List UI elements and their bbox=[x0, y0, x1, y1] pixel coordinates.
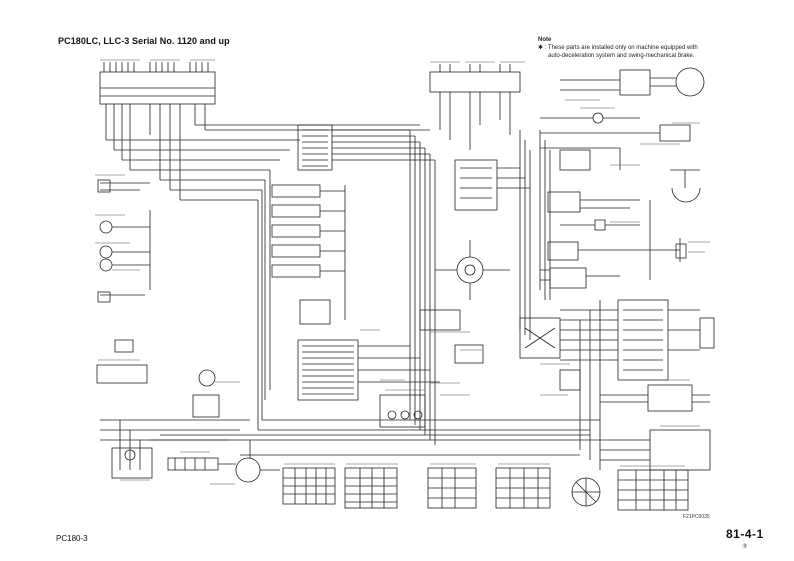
note-box: Note ✱ : These parts are installed only … bbox=[538, 36, 738, 60]
swing-brake-switch bbox=[419, 309, 461, 331]
left-box bbox=[114, 339, 134, 353]
fuel-control bbox=[519, 317, 561, 359]
auto-deceleration-switch bbox=[379, 394, 426, 428]
model-label: PC180-3 bbox=[56, 534, 88, 543]
relay-2 bbox=[271, 204, 321, 218]
rotary-switch bbox=[456, 256, 484, 284]
starting-motor bbox=[111, 447, 153, 479]
alternator bbox=[699, 317, 715, 349]
speaker bbox=[671, 187, 701, 203]
right-connector-7 bbox=[649, 429, 711, 471]
lamp-1 bbox=[592, 112, 604, 124]
right-connector-2 bbox=[559, 149, 591, 171]
right-connector-5 bbox=[549, 267, 587, 289]
center-top-connector bbox=[297, 124, 333, 171]
note-line-2: auto-deceleration system and swing-mecha… bbox=[548, 53, 695, 59]
note-label: Note bbox=[538, 37, 552, 43]
pilot-lamp bbox=[454, 344, 484, 364]
speaker-box bbox=[675, 243, 687, 259]
right-connector-6 bbox=[647, 384, 693, 412]
relay-4 bbox=[271, 244, 321, 258]
relay-r bbox=[559, 369, 581, 391]
main-wiring bbox=[96, 62, 715, 511]
drawing-code: F21PC0035 bbox=[683, 514, 710, 520]
buzzer bbox=[594, 219, 606, 231]
battery bbox=[167, 457, 219, 471]
sensor-1 bbox=[99, 220, 113, 234]
sensor-3 bbox=[99, 258, 113, 272]
diagram-title: PC180LC, LLC-3 Serial No. 1120 and up bbox=[58, 36, 230, 46]
component-label-strokes bbox=[95, 59, 710, 485]
page-number: 81-4-1 bbox=[726, 527, 764, 541]
center-relay-block bbox=[454, 159, 498, 211]
switch-table-2 bbox=[344, 467, 398, 509]
fuse-box bbox=[192, 394, 220, 418]
relay-3 bbox=[271, 224, 321, 238]
bottom-relay bbox=[299, 299, 331, 325]
rotary-beacon bbox=[675, 67, 705, 97]
sensor-2 bbox=[99, 245, 113, 259]
right-connector-4 bbox=[547, 241, 579, 261]
relay-5 bbox=[271, 264, 321, 278]
sheet-mark: ③ bbox=[742, 544, 748, 550]
relay-1 bbox=[271, 184, 321, 198]
right-relay bbox=[659, 124, 691, 142]
note-line-1: ✱ : These parts are installed only on ma… bbox=[538, 45, 698, 51]
right-top-connector bbox=[619, 69, 651, 96]
window-wiper-box bbox=[96, 364, 148, 384]
battery-relay bbox=[235, 457, 261, 483]
top-center-connector bbox=[429, 71, 521, 93]
horn bbox=[198, 369, 216, 387]
right-connector-3 bbox=[547, 191, 581, 213]
